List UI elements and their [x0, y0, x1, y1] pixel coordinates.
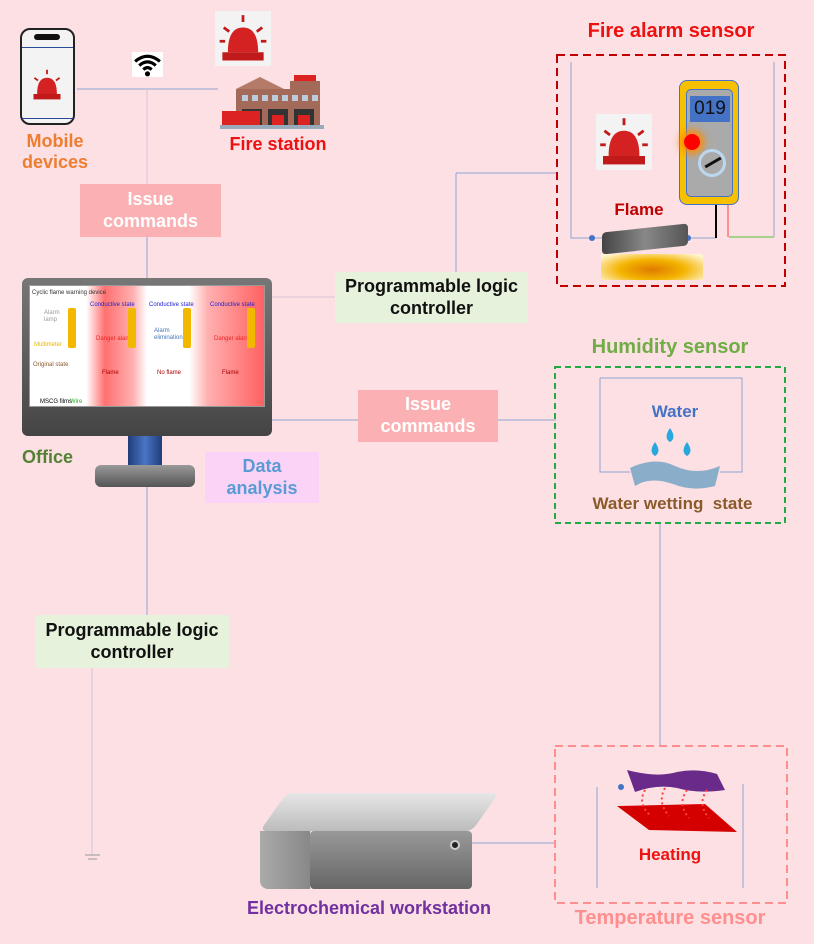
monitor-base: [95, 465, 195, 487]
monitor-stand: [128, 436, 162, 468]
water-label: Water: [651, 402, 699, 421]
heating-plate-icon: [617, 770, 737, 832]
alarm-siren-icon: [596, 114, 652, 170]
humidity-sensor-title: Humidity sensor: [591, 336, 749, 358]
humidity-sensor-frame: [554, 366, 786, 524]
mobile-devices-label: Mobile devices: [21, 131, 89, 172]
issue-commands-box-top: Issue commands: [80, 184, 221, 237]
office-monitor: Cyclic flame warning device Alarm lamp M…: [22, 278, 272, 436]
fire-station-icon: [220, 75, 324, 129]
monitor-screen: Cyclic flame warning device Alarm lamp M…: [29, 285, 265, 407]
temperature-sensor-title: Temperature sensor: [574, 907, 766, 929]
alarm-siren-icon: [215, 11, 271, 66]
heating-label: Heating: [638, 845, 702, 864]
data-analysis-box: Data analysis: [205, 452, 319, 503]
mobile-device-icon: [20, 28, 75, 125]
fire-flames-icon: [601, 254, 703, 280]
multimeter-display: 019: [690, 96, 730, 122]
office-label: Office: [22, 447, 74, 467]
fire-alarm-sensor-title: Fire alarm sensor: [587, 20, 755, 42]
multimeter-icon: 019: [679, 80, 739, 205]
alarm-siren-icon: [33, 69, 61, 100]
electrochemical-workstation-icon: [260, 793, 499, 893]
fire-sensor-frame: [556, 54, 786, 287]
flame-label: Flame: [614, 200, 664, 219]
fire-station-label: Fire station: [229, 134, 327, 154]
issue-commands-box-mid: Issue commands: [358, 390, 498, 442]
water-drops-icon: [630, 428, 720, 489]
plc-box-bottom: Programmable logic controller: [35, 615, 229, 668]
water-wetting-state-label: Water wetting state: [592, 494, 753, 513]
electrochemical-workstation-label: Electrochemical workstation: [246, 898, 492, 918]
wifi-icon: [132, 52, 163, 77]
plc-box-top: Programmable logic controller: [335, 272, 528, 323]
